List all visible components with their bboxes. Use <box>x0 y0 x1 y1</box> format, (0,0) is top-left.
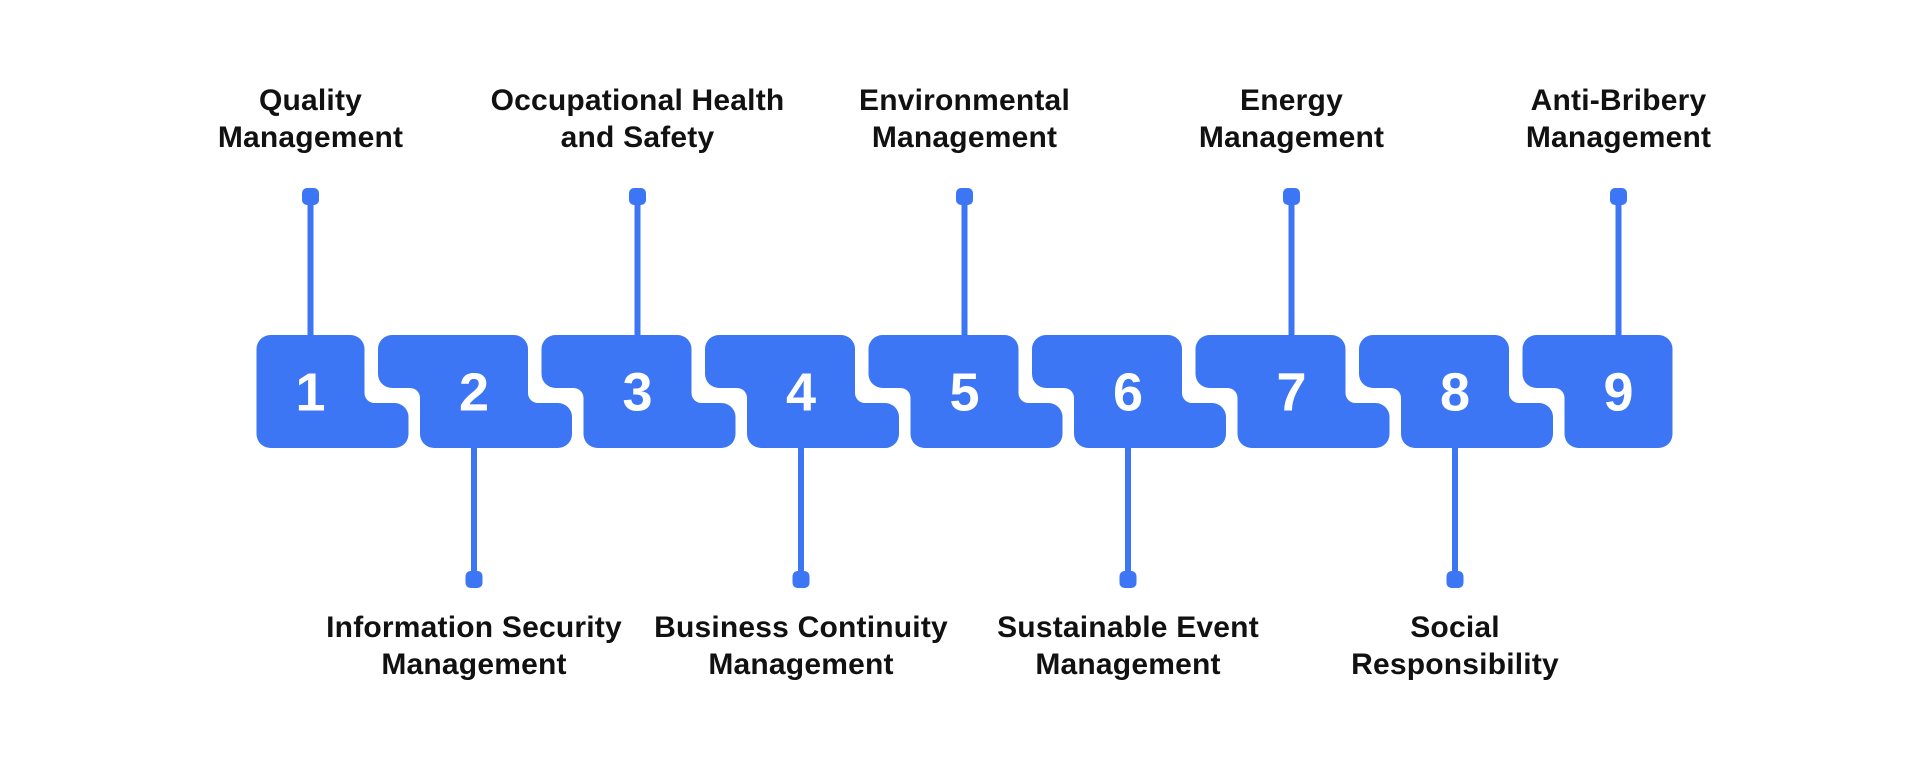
step-label-8-line-2: Responsibility <box>1351 648 1559 681</box>
step-block-1 <box>256 335 409 448</box>
step-number-9: 9 <box>1603 363 1633 423</box>
connector-dot-6 <box>1119 571 1137 588</box>
connector-dot-5 <box>956 188 973 205</box>
step-label-1-line-1: Quality <box>258 84 363 117</box>
step-number-8: 8 <box>1440 363 1470 423</box>
step-block-7 <box>1195 335 1390 448</box>
step-block-9 <box>1522 335 1673 448</box>
step-label-2-line-1: Information Security <box>326 611 622 644</box>
step-block-3 <box>541 335 736 448</box>
connector-dot-9 <box>1610 188 1627 205</box>
step-block-5 <box>868 335 1063 448</box>
step-label-1-line-2: Management <box>217 121 404 154</box>
connector-dot-8 <box>1446 571 1464 588</box>
step-label-5-line-1: Environmental <box>859 84 1070 117</box>
connector-dot-3 <box>629 188 646 205</box>
connector-line-8 <box>1452 446 1458 573</box>
connector-line-2 <box>471 446 477 573</box>
step-label-5-line-2: Management <box>871 121 1058 154</box>
step-block-8 <box>1359 335 1553 448</box>
step-number-5: 5 <box>949 363 979 423</box>
connector-line-1 <box>307 201 314 337</box>
connector-dot-4 <box>792 571 810 588</box>
step-label-4-line-2: Management <box>708 648 894 681</box>
step-label-7-line-1: Energy <box>1240 84 1343 117</box>
step-number-6: 6 <box>1113 363 1143 423</box>
step-number-7: 7 <box>1276 363 1306 423</box>
step-block-4 <box>705 335 899 448</box>
connector-line-9 <box>1615 201 1622 337</box>
connector-dot-7 <box>1283 188 1300 205</box>
connector-dot-1 <box>302 188 319 205</box>
step-label-3-line-1: Occupational Health <box>490 84 785 117</box>
step-number-3: 3 <box>622 363 652 423</box>
step-label-6-line-1: Sustainable Event <box>997 611 1259 644</box>
connector-line-4 <box>798 446 804 573</box>
step-label-8-line-1: Social <box>1410 611 1500 644</box>
connector-line-6 <box>1125 446 1131 573</box>
step-block-2 <box>378 335 572 448</box>
step-label-6-line-2: Management <box>1035 648 1221 681</box>
step-label-3: Occupational Health and Safety <box>428 82 848 156</box>
step-number-4: 4 <box>786 363 816 423</box>
step-label-4-line-1: Business Continuity <box>654 611 948 644</box>
step-label-9-line-2: Management <box>1525 121 1712 154</box>
step-block-6 <box>1032 335 1226 448</box>
step-label-3-line-2: and Safety <box>560 121 715 154</box>
connector-line-3 <box>634 201 641 337</box>
connector-line-5 <box>961 201 968 337</box>
connector-line-7 <box>1288 201 1295 337</box>
step-label-2-line-2: Management <box>381 648 567 681</box>
connector-dot-2 <box>465 571 483 588</box>
step-number-2: 2 <box>459 363 489 423</box>
step-number-1: 1 <box>295 363 325 423</box>
step-label-9-line-1: Anti-Bribery <box>1530 84 1707 117</box>
step-label-7-line-2: Management <box>1198 121 1385 154</box>
